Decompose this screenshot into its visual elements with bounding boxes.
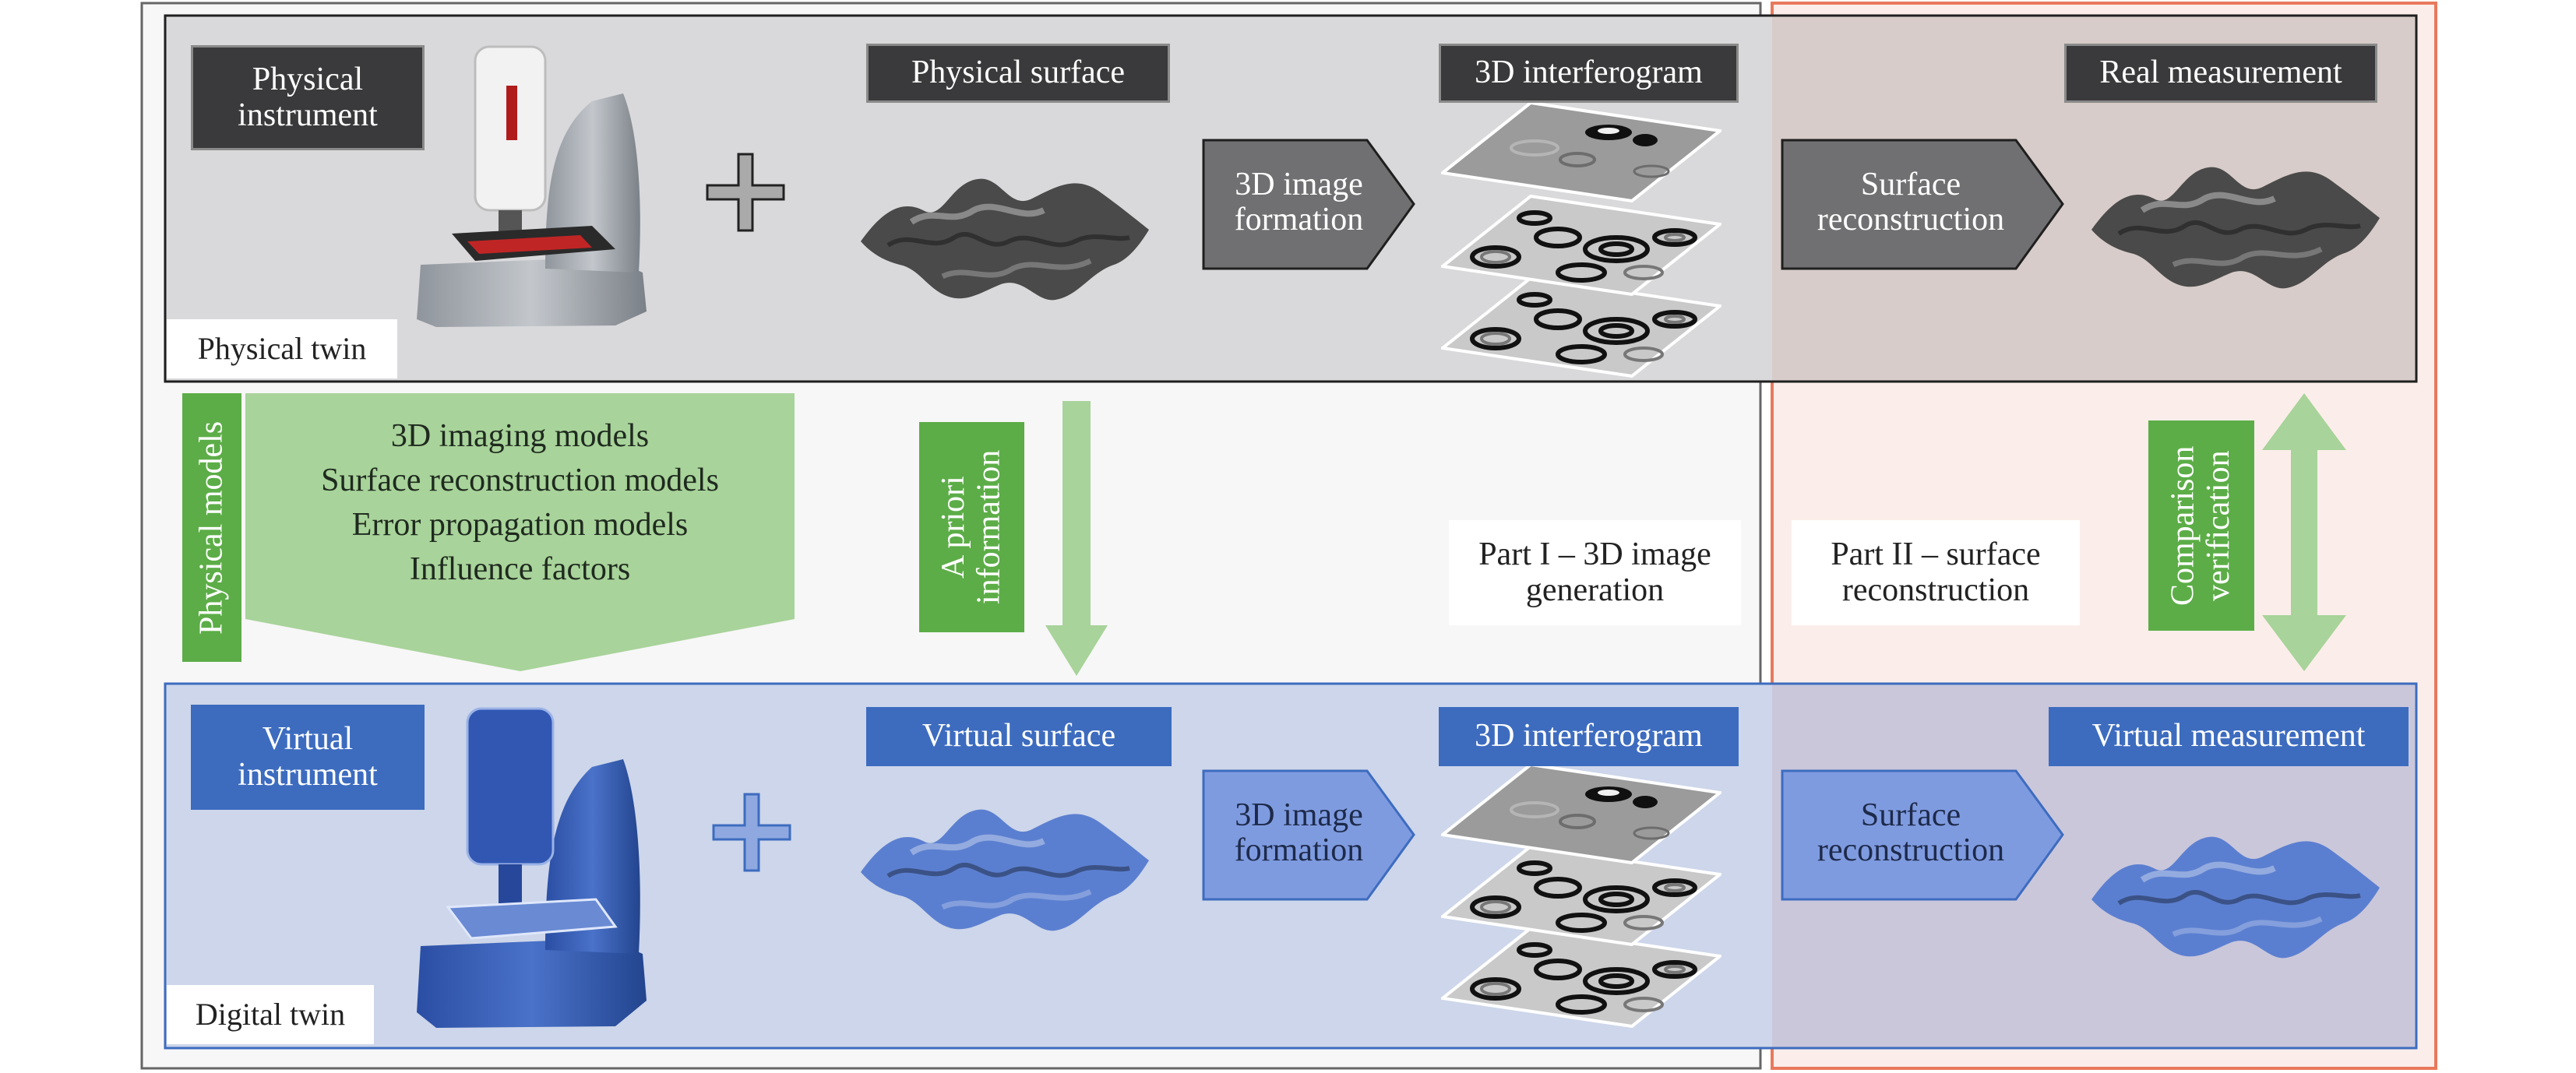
virtual-measurement-label: Virtual measurement bbox=[2049, 707, 2409, 766]
physical-interferogram-label: 3D interferogram bbox=[1439, 44, 1739, 103]
digital-reconstruction-text: Surface reconstruction bbox=[1817, 797, 2005, 868]
digital-interferogram-label: 3D interferogram bbox=[1439, 707, 1739, 766]
virtual-surface-label: Virtual surface bbox=[866, 707, 1172, 766]
a-priori-arrow bbox=[1045, 401, 1108, 676]
comparison-label: Comparison verification bbox=[2148, 420, 2254, 631]
virtual-instrument-label: Virtual instrument bbox=[191, 705, 425, 810]
model-item-reconstruction: Surface reconstruction models bbox=[321, 463, 719, 499]
digital-reconstruction-arrow bbox=[1781, 769, 2064, 901]
model-item-error: Error propagation models bbox=[351, 507, 689, 544]
digital-twin-label: Digital twin bbox=[167, 985, 374, 1044]
part2-label: Part II – surface reconstruction bbox=[1792, 520, 2080, 625]
a-priori-label: A priori information bbox=[919, 422, 1024, 632]
comparison-double-arrow bbox=[2262, 393, 2346, 671]
virtual-instrument-image bbox=[417, 707, 647, 1028]
physical-models-list: 3D imaging models Surface reconstruction… bbox=[249, 414, 791, 592]
real-measurement-label: Real measurement bbox=[2064, 44, 2377, 103]
physical-interferogram-stack bbox=[1441, 101, 1721, 376]
physical-formation-text: 3D image formation bbox=[1234, 166, 1364, 237]
physical-twin-label: Physical twin bbox=[167, 319, 397, 378]
physical-reconstruction-arrow bbox=[1781, 139, 2064, 270]
physical-models-label: Physical models bbox=[182, 393, 241, 662]
physical-instrument-label: Physical instrument bbox=[191, 45, 425, 150]
plus-icon-digital bbox=[712, 793, 791, 872]
physical-models-arrow bbox=[245, 393, 795, 671]
part1-label: Part I – 3D image generation bbox=[1449, 520, 1741, 625]
digital-formation-text: 3D image formation bbox=[1234, 797, 1364, 868]
digital-interferogram-stack bbox=[1441, 763, 1721, 1026]
digital-formation-arrow bbox=[1202, 769, 1415, 901]
physical-formation-arrow bbox=[1202, 139, 1415, 270]
physical-surface-label: Physical surface bbox=[866, 44, 1170, 103]
model-item-imaging: 3D imaging models bbox=[390, 418, 650, 454]
physical-instrument-image bbox=[417, 45, 647, 327]
model-item-influence: Influence factors bbox=[409, 551, 631, 588]
plus-icon-physical bbox=[706, 153, 785, 232]
physical-reconstruction-text: Surface reconstruction bbox=[1817, 166, 2005, 237]
